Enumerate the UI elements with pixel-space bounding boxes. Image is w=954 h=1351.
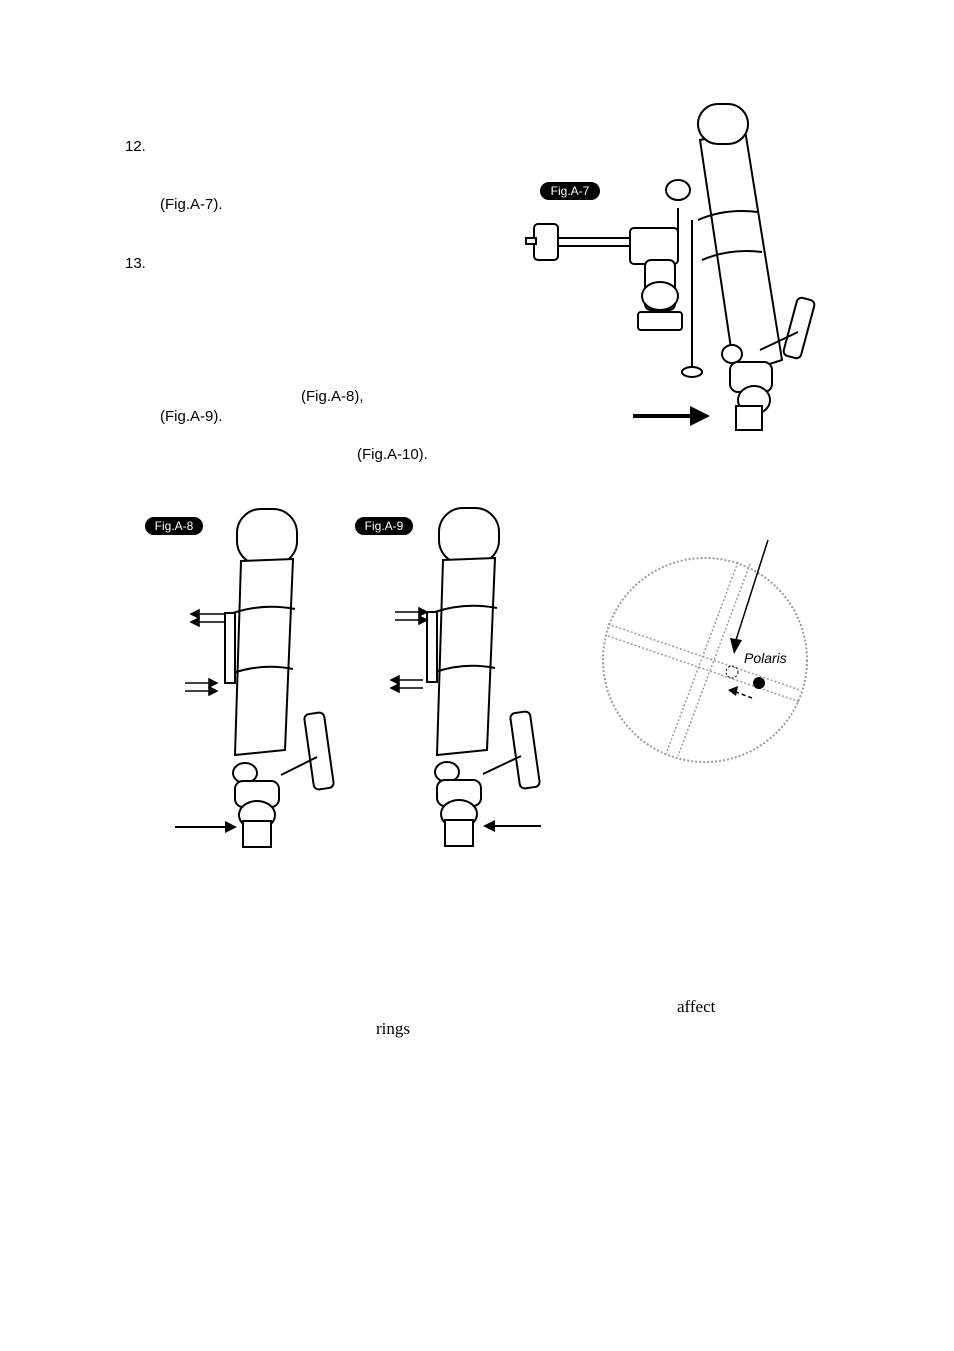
text-affect: affect [677,997,716,1016]
step-13-figure-ref-a8: (Fig.A-8), [301,388,364,405]
step-13-number: 13. [125,255,146,272]
step-12-figure-ref: (Fig.A-7). [160,196,223,213]
figure-a9-label: Fig.A-9 [355,517,413,535]
figure-a8-label: Fig.A-8 [145,517,203,535]
polaris-label: Polaris [744,650,787,666]
figure-a7: Fig.A-7 [520,100,826,432]
step-12-number: 12. [125,138,146,155]
telescope-illustration-a9 [389,507,541,847]
step-13-figure-ref-a9: (Fig.A-9). [160,408,223,425]
figure-a8: Fig.A-8 [145,505,345,850]
figure-a10: Polaris [600,539,810,763]
telescope-mount-illustration [525,103,816,431]
telescope-illustration-a8 [175,508,335,848]
figure-a7-label: Fig.A-7 [540,182,600,200]
finder-view-illustration [602,539,808,763]
text-rings: rings [376,1019,410,1038]
figure-a9: Fig.A-9 [355,500,545,850]
step-13-figure-ref-a10: (Fig.A-10). [357,446,428,463]
